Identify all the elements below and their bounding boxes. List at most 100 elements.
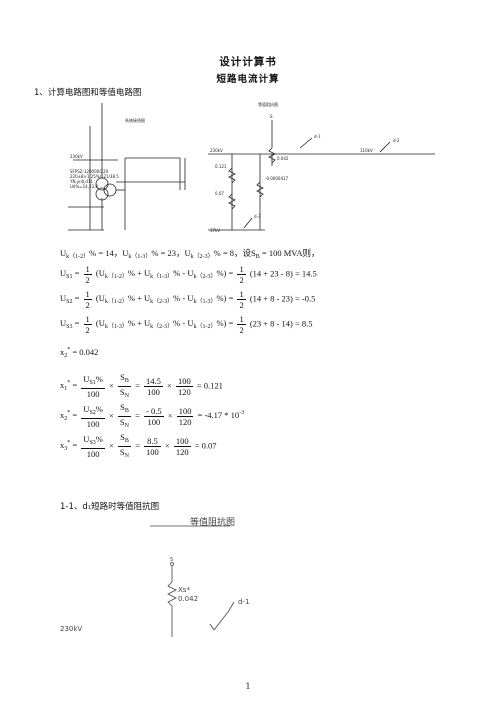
xs-star-value: 0.042 bbox=[178, 595, 198, 603]
frac-num: 8.5 bbox=[144, 436, 161, 447]
us3-lhs: US3 = bbox=[60, 318, 80, 331]
frac-den: 120 bbox=[175, 447, 189, 457]
d3-label: d-3 bbox=[254, 214, 261, 219]
section-1-heading: 1、计算电路图和等值电路图 bbox=[34, 88, 142, 98]
transformer-note-4: Ud%=14,23,8 bbox=[70, 184, 98, 189]
doc-title: 设计计算书 bbox=[219, 56, 277, 68]
frac-num: 1 bbox=[237, 264, 246, 275]
bus-230kv-label: 230kV bbox=[60, 625, 82, 633]
bus-230-label: 230kV bbox=[70, 154, 83, 159]
doc-subtitle: 短路电流计算 bbox=[216, 74, 280, 85]
frac-num: US3% bbox=[81, 434, 105, 449]
x1-lhs: x1* = bbox=[60, 380, 78, 393]
frac-den: 100 bbox=[86, 389, 100, 399]
x3-value: 0.07 bbox=[215, 191, 224, 196]
bus-110-label: 110kV bbox=[360, 148, 373, 153]
frac-den: 100 bbox=[147, 387, 160, 397]
frac-den: 100 bbox=[86, 419, 100, 429]
frac-num: 100 bbox=[173, 436, 191, 447]
frac-den: SN bbox=[119, 417, 129, 429]
frac-den: 2 bbox=[239, 325, 244, 335]
times-sign: × bbox=[164, 440, 170, 451]
frac-den: 120 bbox=[178, 417, 192, 427]
x2-lhs: x2* = bbox=[60, 410, 78, 423]
figure-title: 等值阻抗图 bbox=[190, 516, 235, 528]
us1-mid: (Uk（1-2）% + Uk（1-3）% - Uk（2-3）%) = bbox=[95, 268, 234, 281]
us2-lhs: US2 = bbox=[60, 293, 80, 306]
x3-result: = 0.07 bbox=[194, 440, 217, 451]
xs-line: x2* = 0.042 bbox=[60, 347, 99, 359]
frac-num: US2% bbox=[81, 404, 105, 419]
us2-mid: (Uk（1-2）% + Uk（2-3）% - Uk（1-3）%) = bbox=[95, 293, 234, 306]
frac-den: SN bbox=[119, 387, 129, 399]
us2-rhs: (14 + 8 - 23) = -0.5 bbox=[249, 293, 316, 304]
x3-lhs: x3* = bbox=[60, 440, 78, 453]
us-fraction: US1%100 bbox=[81, 374, 105, 399]
equals-sign: = bbox=[135, 380, 140, 391]
section-1-1-heading: 1-1、d₁短路时等值阻抗图 bbox=[60, 502, 160, 512]
transformer-note-2: 220±8×1.25%/121/38.5 bbox=[70, 174, 119, 179]
frac-den: 100 bbox=[147, 417, 161, 427]
frac-den: 2 bbox=[85, 275, 90, 285]
times-sign: × bbox=[109, 440, 114, 451]
circuit-left-title: 系统接线图 bbox=[125, 117, 145, 123]
x2-value: -0.0000417 bbox=[265, 176, 289, 181]
equals-sign: = bbox=[135, 440, 140, 451]
transformer-note-3: YN,yn0,d11 bbox=[69, 179, 94, 184]
us1-rhs: (14 + 23 - 8) = 14.5 bbox=[249, 268, 317, 279]
transformer-note-1: SFPSZ-120000/220 bbox=[70, 169, 109, 174]
us3-mid: (Uk（1-3）% + Uk（2-3）% - Uk（1-2）%) = bbox=[95, 318, 234, 331]
x2-result: = -4.17 * 10-3 bbox=[197, 410, 245, 421]
frac-num: SB bbox=[117, 372, 131, 387]
frac-num: - 0.5 bbox=[144, 406, 164, 417]
frac-num: US1% bbox=[81, 374, 105, 389]
frac-num: SB bbox=[117, 402, 131, 417]
frac-num: 14.5 bbox=[144, 376, 163, 387]
xs-value: 0.042 bbox=[277, 156, 289, 161]
times-sign: × bbox=[109, 410, 114, 421]
equals-sign: = bbox=[135, 410, 140, 421]
frac-den: 100 bbox=[146, 447, 159, 457]
times-sign: × bbox=[167, 380, 172, 391]
frac-num: 1 bbox=[83, 289, 92, 300]
circuit-right-title: 等值阻抗图 bbox=[258, 101, 278, 107]
us-fraction: US3%100 bbox=[81, 434, 105, 459]
frac-den: 2 bbox=[239, 275, 244, 285]
system-label: S bbox=[270, 114, 273, 119]
x1-result: = 0.121 bbox=[196, 380, 223, 391]
frac-num: 1 bbox=[237, 289, 246, 300]
frac-den: 100 bbox=[86, 449, 100, 459]
page-number: 1 bbox=[245, 682, 251, 691]
frac-den: 2 bbox=[239, 300, 244, 310]
frac-den: 120 bbox=[177, 387, 191, 397]
system-node-label: S bbox=[170, 557, 173, 563]
frac-num: 100 bbox=[175, 376, 193, 387]
us3-rhs: (23 + 8 - 14) = 8.5 bbox=[249, 318, 313, 329]
us1-lhs: US1 = bbox=[60, 268, 80, 281]
frac-num: 1 bbox=[83, 264, 92, 275]
d1-fault-label: d-1 bbox=[238, 598, 249, 606]
d1-impedance-diagram: 等值阻抗图 S Xs* 0.042 d-1 230kV bbox=[60, 516, 249, 637]
xs-star-label: Xs* bbox=[178, 586, 190, 594]
given-line: Uk（1-2）% = 14，Uk（1-3）% = 23，Uk（2-3）% = 8… bbox=[60, 247, 319, 260]
frac-num: 1 bbox=[83, 314, 92, 325]
times-sign: × bbox=[167, 410, 173, 421]
xs-equation: x2* = 0.042 bbox=[60, 347, 98, 359]
bus-230-eq-label: 230kV bbox=[210, 148, 223, 153]
